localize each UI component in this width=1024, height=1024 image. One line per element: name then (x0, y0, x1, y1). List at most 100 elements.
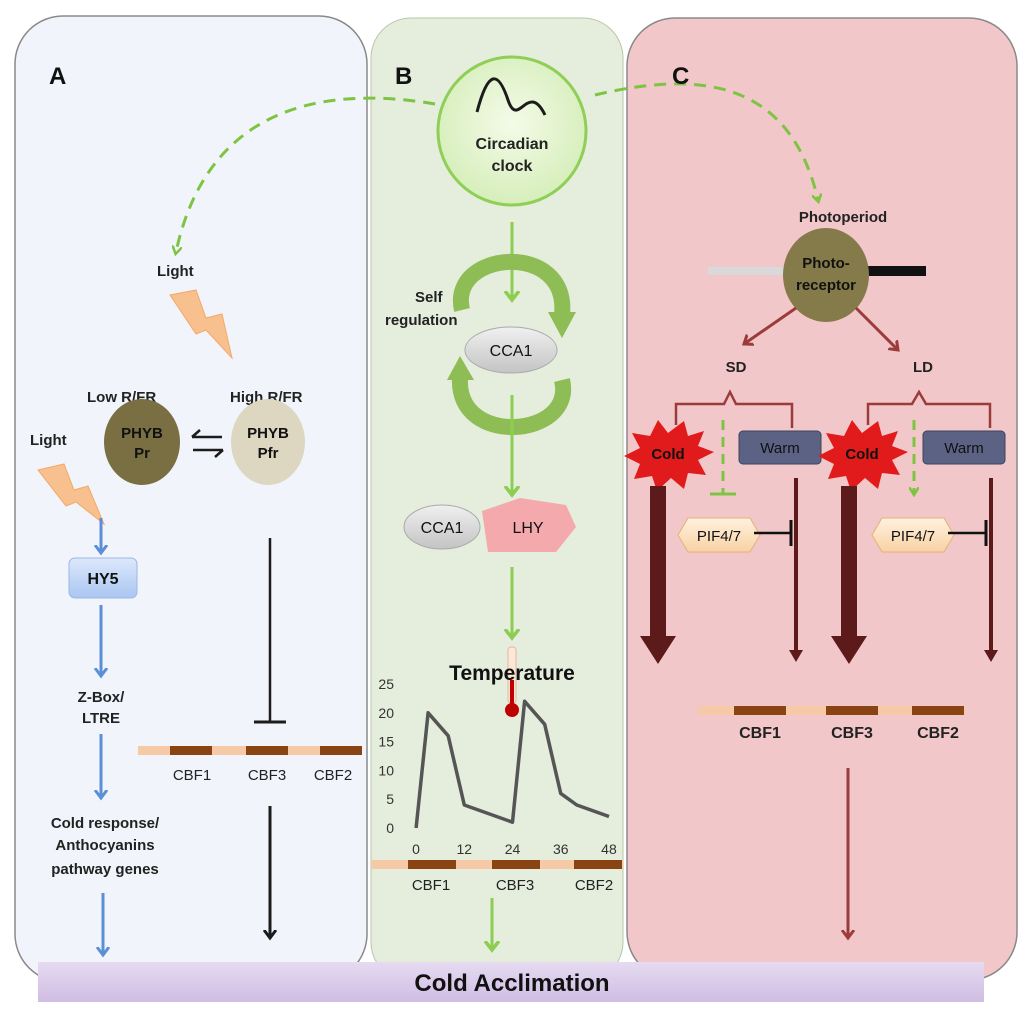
cbf1-block-a (170, 746, 212, 755)
self-regulation-label-2: regulation (385, 312, 458, 329)
ld-label: LD (913, 359, 933, 376)
cold-label-ld: Cold (845, 446, 878, 463)
warm-label-sd: Warm (760, 440, 799, 457)
cold-arrow-ld (831, 486, 867, 664)
pif-node-ld (871, 517, 955, 553)
cca1-node (464, 326, 558, 374)
warm-box-ld (922, 430, 1006, 465)
cbf3-label-b: CBF3 (496, 877, 534, 894)
cbf1-block-b (408, 860, 456, 869)
genes-label-1: Cold response/ (51, 815, 160, 832)
lightning-icon-top (169, 289, 233, 360)
cbf1-label-a: CBF1 (173, 767, 211, 784)
phyb-pfr-label-2: Pfr (258, 445, 279, 462)
photoreceptor-node (783, 228, 869, 322)
lhy-node (482, 498, 576, 552)
hy5-node (68, 557, 138, 599)
sd-bracket (674, 389, 794, 428)
cold-arrow-sd (640, 486, 676, 664)
pif-label-sd: PIF4/7 (697, 528, 741, 545)
sd-label: SD (726, 359, 747, 376)
zbox-label-2: LTRE (82, 710, 120, 727)
light-label-left: Light (30, 432, 67, 449)
cbf3-label-a: CBF3 (248, 767, 286, 784)
light-label-top: Light (157, 263, 194, 280)
self-regulation-cycle-icon (447, 253, 576, 435)
panel-c-letter: C (672, 63, 689, 90)
self-regulation-label-1: Self (415, 289, 444, 306)
x-tick-label: 24 (505, 841, 521, 857)
circadian-clock-node (436, 55, 588, 207)
cbf3-block-c (826, 706, 878, 715)
thermometer-icon (505, 646, 519, 717)
complex-cca1-node (403, 504, 481, 550)
phyb-pr-label-1: PHYB (121, 425, 163, 442)
cold-star-sd (624, 420, 714, 491)
cbf2-block-b (574, 860, 622, 869)
panel-a-letter: A (49, 63, 66, 90)
red-arrow-to-ld (854, 306, 898, 350)
cbf1-label-b: CBF1 (412, 877, 450, 894)
day-bar (708, 267, 788, 275)
cbf2-block-c (912, 706, 964, 715)
y-tick-label: 0 (386, 820, 394, 836)
warm-label-ld: Warm (944, 440, 983, 457)
cbf2-block-a (320, 746, 362, 755)
cbf1-block-c (734, 706, 786, 715)
cold-acclimation-label: Cold Acclimation (414, 970, 609, 997)
cbf3-label-c: CBF3 (831, 725, 873, 742)
warm-arrow-sd (789, 478, 803, 662)
cold-star-ld (818, 420, 908, 491)
temperature-chart: 0 5 10 15 20 25 0 12 24 36 48 (378, 676, 617, 857)
y-tick-label: 10 (378, 762, 394, 778)
photoreceptor-label-1: Photo- (802, 255, 849, 272)
phyb-pr-node (104, 399, 180, 485)
ld-bracket (866, 389, 992, 428)
panel-c-background (626, 17, 1018, 981)
warm-box-sd (738, 430, 822, 465)
y-tick-label: 5 (386, 791, 394, 807)
night-bar (860, 266, 926, 276)
zbox-label-1: Z-Box/ (78, 689, 125, 706)
temperature-title: Temperature (449, 662, 575, 685)
phyb-pfr-node (231, 399, 305, 485)
cbf1-label-c: CBF1 (739, 725, 781, 742)
cbf2-label-a: CBF2 (314, 767, 352, 784)
clock-label-2: clock (492, 158, 533, 175)
hy5-label: HY5 (87, 571, 118, 588)
clock-label-1: Circadian (476, 136, 549, 153)
cold-acclimation-banner (38, 962, 984, 1002)
genes-label-2: Anthocyanins (55, 837, 154, 854)
clock-to-photoperiod-dashed-arrow (594, 82, 818, 200)
x-tick-label: 36 (553, 841, 569, 857)
equilibrium-arrows-icon (191, 429, 224, 458)
panel-b-letter: B (395, 63, 412, 90)
high-rfr-label: High R/FR (230, 389, 303, 406)
complex-cca1-label: CCA1 (421, 520, 464, 537)
pif-label-ld: PIF4/7 (891, 528, 935, 545)
temperature-series-line (414, 699, 610, 829)
lhy-label: LHY (512, 520, 543, 537)
x-tick-label: 12 (457, 841, 473, 857)
warm-arrow-ld (984, 478, 998, 662)
lightning-icon-left (37, 463, 106, 526)
red-arrow-to-sd (744, 306, 797, 344)
cbf3-block-a (246, 746, 288, 755)
photoperiod-label: Photoperiod (799, 209, 887, 226)
x-tick-label: 0 (412, 841, 420, 857)
cca1-label: CCA1 (490, 343, 533, 360)
y-tick-label: 25 (378, 676, 394, 692)
cold-label-sd: Cold (651, 446, 684, 463)
cbf2-label-c: CBF2 (917, 725, 959, 742)
phyb-pfr-label-1: PHYB (247, 425, 289, 442)
pif-node-sd (677, 517, 761, 553)
clock-wave-icon (475, 77, 547, 116)
cbf2-label-b: CBF2 (575, 877, 613, 894)
x-tick-label: 48 (601, 841, 617, 857)
genes-label-3: pathway genes (51, 861, 159, 878)
y-tick-label: 15 (378, 734, 394, 750)
y-tick-label: 20 (378, 705, 394, 721)
phyb-pr-label-2: Pr (134, 445, 150, 462)
cbf3-block-b (492, 860, 540, 869)
